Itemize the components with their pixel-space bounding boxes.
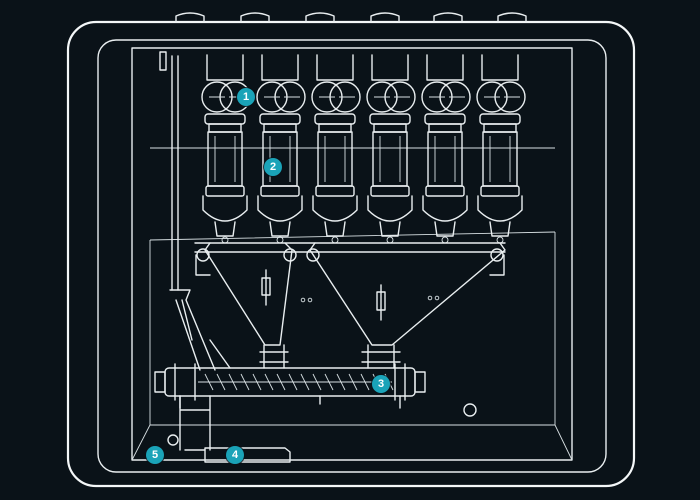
bypass-chute	[169, 289, 231, 371]
inlet-right	[361, 344, 401, 369]
callout-5: 5	[146, 446, 164, 464]
top-cap	[175, 12, 205, 23]
discharge-chute	[179, 395, 211, 451]
feeder-unit	[201, 54, 251, 244]
sensor-left	[261, 269, 271, 306]
rail-wheel	[306, 248, 320, 262]
top-cap	[433, 12, 463, 23]
feeder-units	[201, 54, 526, 244]
screw-flights	[198, 373, 394, 391]
rail-wheel	[196, 248, 210, 262]
conveyor-end-right	[414, 371, 426, 393]
outer-frame	[66, 20, 636, 488]
top-cap	[305, 12, 335, 23]
inner-frame	[97, 39, 607, 473]
indicator-dot	[427, 295, 433, 301]
feeder-unit	[311, 54, 361, 244]
top-cap	[240, 12, 270, 23]
floor-drain	[463, 403, 477, 417]
floor-perspective	[131, 232, 573, 461]
outlet-ring	[167, 434, 179, 446]
conveyor-end-left	[154, 371, 166, 393]
rail-arm	[195, 254, 505, 276]
top-caps	[175, 12, 527, 23]
rail-wheel	[490, 248, 504, 262]
cabinet-interior	[131, 47, 573, 461]
indicator-dot	[300, 297, 306, 303]
indicator-dot	[434, 295, 440, 301]
conveyor-flange	[174, 363, 406, 401]
inlet-left	[259, 344, 289, 369]
pipe-top-fitting	[159, 51, 167, 71]
feeder-unit	[256, 54, 306, 244]
indicator-dot	[307, 297, 313, 303]
feeder-unit	[421, 54, 471, 244]
callout-1: 1	[237, 88, 255, 106]
conveyor-feet	[179, 395, 401, 409]
feeder-unit	[476, 54, 526, 244]
feeder-unit	[366, 54, 416, 244]
callout-3: 3	[372, 375, 390, 393]
callout-4: 4	[226, 446, 244, 464]
rail-wheel	[283, 248, 297, 262]
left-funnel	[204, 242, 293, 346]
collection-tray	[204, 447, 291, 463]
top-cap	[497, 12, 527, 23]
top-cap	[370, 12, 400, 23]
collector-rail	[194, 242, 506, 253]
sensor-right	[376, 284, 386, 321]
right-funnel	[309, 242, 506, 346]
callout-2: 2	[264, 158, 282, 176]
vertical-pipe	[171, 55, 179, 291]
